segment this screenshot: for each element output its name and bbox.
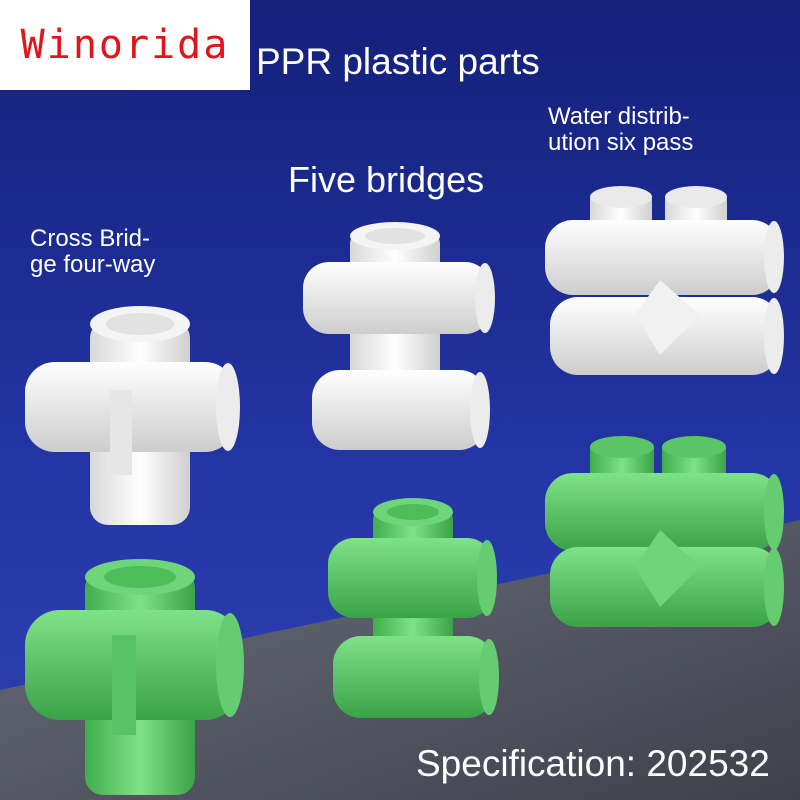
cross-bridge-white-fitting [25, 306, 240, 525]
brand-name: Winorida [20, 22, 230, 68]
six-pass-green-fitting [545, 436, 784, 627]
cross-bridge-label-line1: Cross Brid- [30, 225, 151, 252]
cross-bridge-label-line2: ge four-way [30, 251, 156, 279]
brand-box: Winorida [0, 0, 250, 90]
six-pass-white-fitting [545, 186, 784, 375]
specification-text: Specification: 202532 [416, 743, 770, 784]
five-bridges-green-fitting [328, 498, 499, 718]
five-bridges-label: Five bridges [288, 159, 485, 200]
page-title: PPR plastic parts [256, 41, 540, 82]
water-distribution-label: Water distrib- ution six pass [548, 103, 768, 157]
water-distribution-label-line2: ution six pass [548, 129, 694, 157]
cross-bridge-green-fitting [25, 559, 244, 795]
cross-bridge-label: Cross Brid- ge four-way [30, 225, 230, 279]
five-bridges-white-fitting [303, 222, 495, 450]
water-distribution-label-line1: Water distrib- [548, 103, 690, 130]
